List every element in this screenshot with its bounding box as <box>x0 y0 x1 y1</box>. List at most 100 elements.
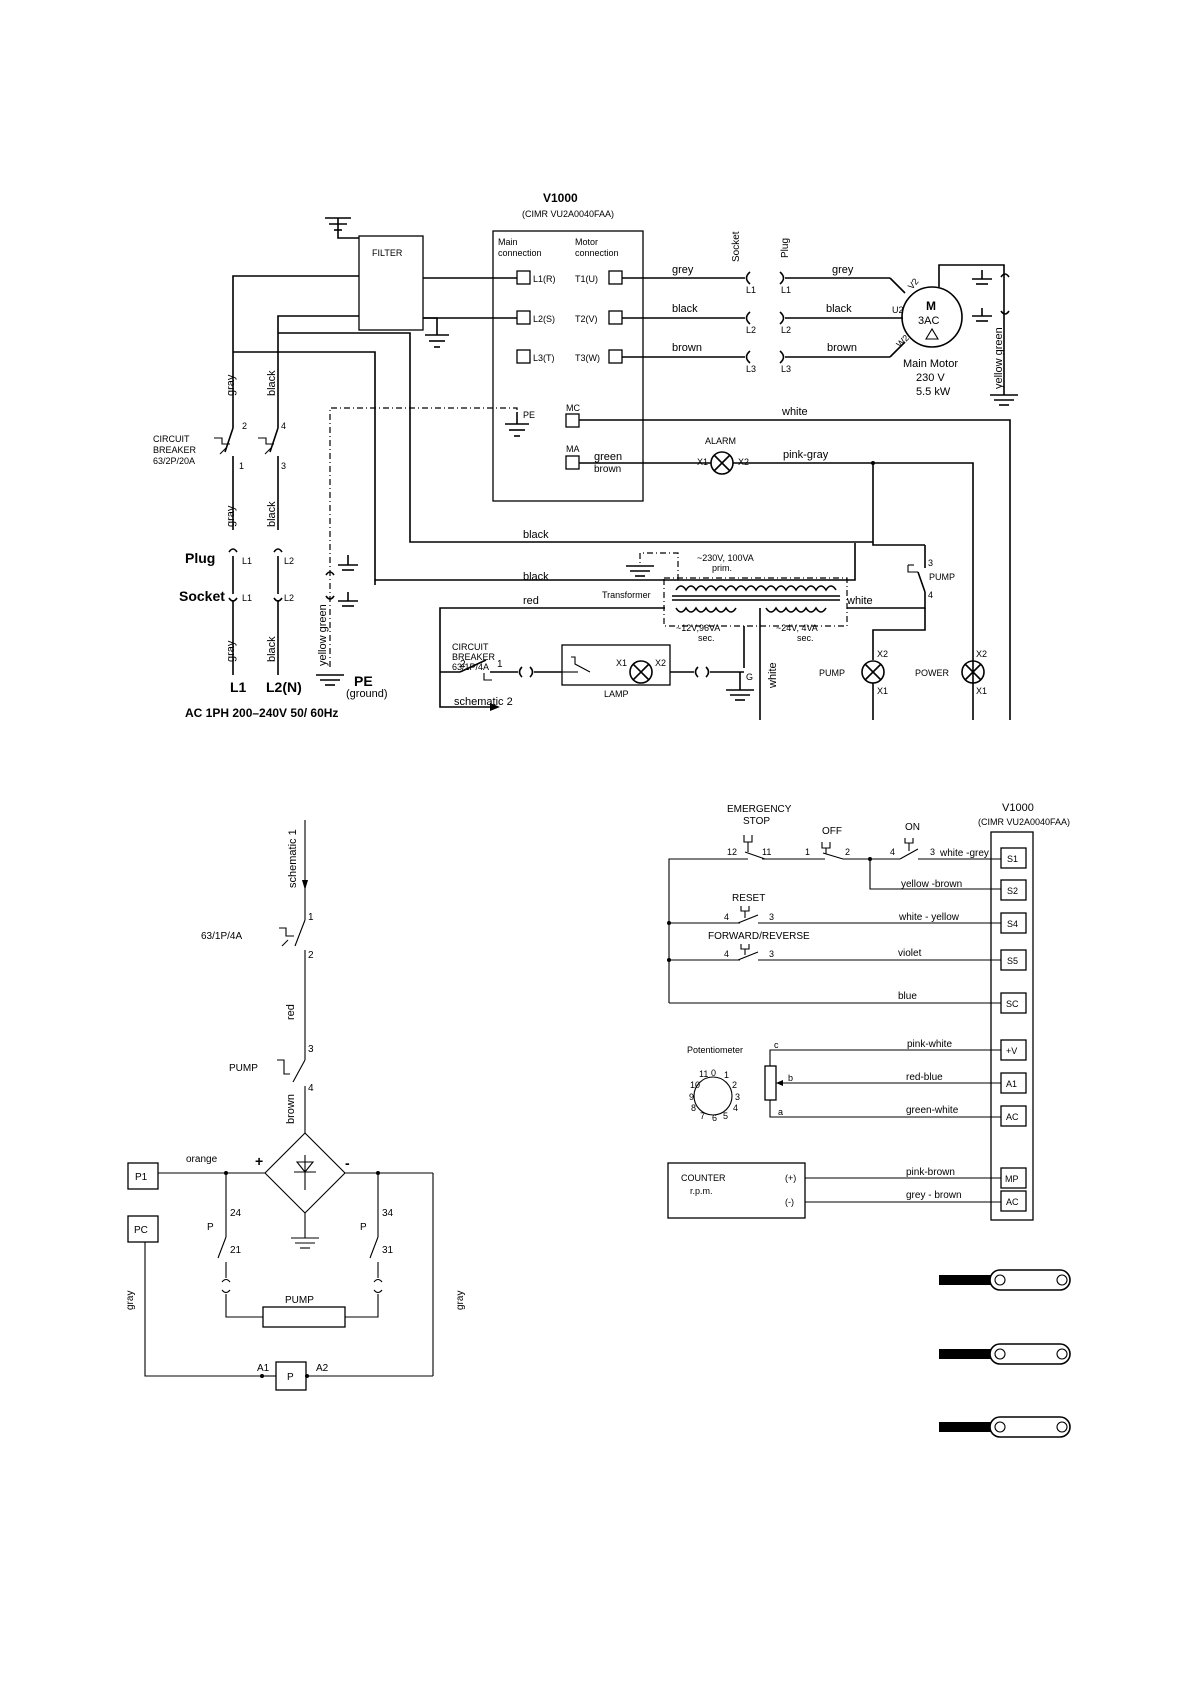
lamp-terminal: X2 <box>877 649 888 659</box>
counter-terminal: (-) <box>785 1197 794 1207</box>
emergency-stop-switch <box>743 835 766 860</box>
pump-label: PUMP <box>285 1295 314 1306</box>
supply-plug-socket <box>228 548 283 675</box>
pump-motor-box <box>262 1306 346 1328</box>
main-connection-label: Main <box>498 237 518 247</box>
pump-switch <box>907 545 926 593</box>
breaker-terminal: 2 <box>242 421 247 431</box>
conn-label: L1 <box>781 285 791 295</box>
dial-mark: 0 <box>711 1068 716 1078</box>
terminal-t3-label: T3(W) <box>575 353 600 363</box>
dial-mark: 1 <box>724 1070 729 1080</box>
switch-terminal: 3 <box>928 558 933 568</box>
wire-label: red-blue <box>906 1072 943 1083</box>
power-lamp-label: POWER <box>915 668 950 678</box>
terminal-label: SC <box>1006 999 1019 1009</box>
lamp-label: LAMP <box>604 689 629 699</box>
minus-label: - <box>345 1155 350 1171</box>
contact-num: 34 <box>382 1208 394 1219</box>
breaker-label: 63/2P/20A <box>153 456 195 466</box>
ground-symbol <box>423 317 449 348</box>
terminal-t3 <box>608 349 623 364</box>
schematic2-ref: schematic 2 <box>454 696 513 708</box>
wire-label: white - yellow <box>898 912 960 923</box>
wire-label: gray <box>225 640 237 662</box>
trafo-prim-label: prim. <box>712 563 732 573</box>
potentiometer-label: Potentiometer <box>687 1045 743 1055</box>
transformer-label: Transformer <box>602 590 651 600</box>
terminal-ac <box>1000 1105 1027 1127</box>
counter-terminal: (+) <box>785 1173 796 1183</box>
terminal-label: AC <box>1006 1197 1019 1207</box>
plug-vertical-label: Plug <box>780 238 791 258</box>
emergency-stop-label: EMERGENCY <box>727 804 792 815</box>
conn-label: L2 <box>284 593 294 603</box>
terminal-ac-2 <box>1000 1190 1027 1212</box>
alarm-label: ALARM <box>705 436 736 446</box>
ground-symbol <box>325 217 359 239</box>
wire-label: gray <box>125 1291 136 1310</box>
terminal-pe-label: PE <box>523 410 535 420</box>
pc-label: PC <box>134 1225 148 1236</box>
motor-symbol: M <box>926 299 936 313</box>
terminal-mc-label: MC <box>566 403 580 413</box>
trafo-sec-label: sec. <box>698 633 715 643</box>
breaker-label: BREAKER <box>153 445 197 455</box>
potentiometer-resistor <box>764 1065 777 1101</box>
trafo-sec-label: ~24V, 4VA <box>776 623 818 633</box>
dial-mark: 3 <box>735 1092 740 1102</box>
contact-num: 4 <box>724 912 729 922</box>
lamp-terminal: X2 <box>738 457 749 467</box>
relay-label: P <box>360 1222 367 1233</box>
lamp-bulb <box>629 660 653 684</box>
breaker-label: BREAKER <box>452 652 496 662</box>
relay-label: P <box>207 1222 214 1233</box>
power-lamp <box>961 660 985 684</box>
inverter-model: (CIMR VU2A0040FAA) <box>522 209 614 219</box>
terminal-t1 <box>608 270 623 285</box>
terminal-label: S1 <box>1007 854 1018 864</box>
on-switch <box>899 838 919 860</box>
lamp-terminal: X1 <box>976 686 987 696</box>
dial-mark: 6 <box>712 1113 717 1123</box>
pump-switch-label: PUMP <box>929 572 955 582</box>
pc-box <box>127 1215 159 1243</box>
schematic-3: V1000 (CIMR VU2A0040FAA) EMERGENCY STOP … <box>667 802 1071 1438</box>
breaker-terminal: 1 <box>497 659 503 670</box>
plus-label: + <box>255 1153 263 1169</box>
wire-label: white <box>767 662 779 689</box>
main-connection-label: connection <box>498 248 542 258</box>
relay-coil-label: P <box>287 1372 294 1383</box>
breaker-label: CIRCUIT <box>452 642 489 652</box>
lamp-terminal: X1 <box>697 457 708 467</box>
wire-label: white <box>781 406 808 418</box>
counter-box <box>667 1162 806 1219</box>
plug-label: Plug <box>185 550 215 566</box>
breaker-terminal: 2 <box>460 659 466 670</box>
wire-label: grey <box>832 264 854 276</box>
terminal-label: S2 <box>1007 886 1018 896</box>
lamp-box <box>561 644 671 686</box>
breaker-terminal: 3 <box>281 461 286 471</box>
lamp-terminal: X1 <box>616 658 627 668</box>
motor-label: 5.5 kW <box>916 386 951 398</box>
pump-lamp-label: PUMP <box>819 668 845 678</box>
motor-connection-label: Motor <box>575 237 598 247</box>
potentiometer-dial: 11 0 1 2 3 4 5 6 7 8 9 10 <box>689 1068 740 1123</box>
lamp-terminal: X1 <box>877 686 888 696</box>
lamp-terminal: X2 <box>655 658 666 668</box>
ground-symbol <box>972 270 1018 406</box>
pe-label: (ground) <box>346 688 388 700</box>
lamp-terminal: X2 <box>976 649 987 659</box>
pump-switch-label: PUMP <box>229 1063 258 1074</box>
wire-label: grey - brown <box>906 1190 962 1201</box>
schematic-2: schematic 1 1 63/1P/4A 2 red 3 PUMP 4 br… <box>125 820 466 1391</box>
dial-mark: 5 <box>723 1111 728 1121</box>
contact-num: 3 <box>769 949 774 959</box>
wire-label: black <box>523 529 549 541</box>
inverter-model: (CIMR VU2A0040FAA) <box>978 817 1070 827</box>
wire-label: pink-brown <box>906 1167 955 1178</box>
pot-terminal: a <box>778 1107 783 1117</box>
conn-label: L2 <box>284 556 294 566</box>
